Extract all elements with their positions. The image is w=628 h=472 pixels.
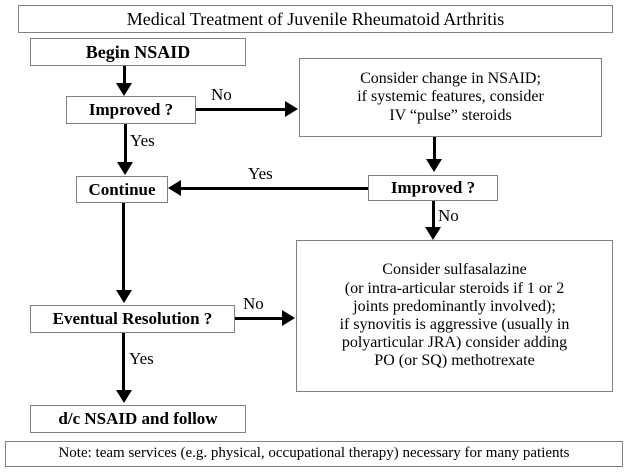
edge-label-improved1-no: No <box>211 85 232 104</box>
arrowhead-nsaid-to-improved2 <box>426 159 442 172</box>
node-sulfasalazine-line5: polyarticular JRA) consider adding <box>341 334 568 352</box>
footer-note-text: Note: team services (e.g. physical, occu… <box>58 445 570 462</box>
node-continue-label: Continue <box>88 179 156 199</box>
connector-continue-to-eventual <box>122 203 125 291</box>
node-sulfasalazine-line4: if synovitis is aggressive (usually in <box>339 316 570 333</box>
arrowhead-improved1-yes <box>117 162 133 175</box>
arrowhead-improved2-no <box>425 227 441 240</box>
edge-label-improved2-yes: Yes <box>248 164 273 183</box>
node-change-nsaid: Consider change in NSAID; if systemic fe… <box>299 58 602 137</box>
node-sulfasalazine: Consider sulfasalazine (or intra-articul… <box>296 240 613 392</box>
node-improved-1-label: Improved ? <box>88 100 174 120</box>
arrowhead-continue-to-eventual <box>116 290 132 303</box>
edge-label-eventual-no: No <box>243 294 264 313</box>
node-change-nsaid-line3: IV “pulse” steroids <box>389 106 512 124</box>
node-dc-nsaid-label: d/c NSAID and follow <box>58 409 218 429</box>
node-change-nsaid-line1: Consider change in NSAID; <box>360 70 541 88</box>
arrowhead-improved2-yes <box>168 180 181 196</box>
node-sulfasalazine-line3: joints predominantly involved); <box>353 297 556 315</box>
connector-improved1-yes <box>124 124 127 164</box>
node-improved-1: Improved ? <box>66 96 196 124</box>
node-eventual-resolution-label: Eventual Resolution ? <box>52 309 213 329</box>
node-sulfasalazine-line2: (or intra-articular steroids if 1 or 2 <box>344 279 565 297</box>
node-begin-nsaid: Begin NSAID <box>30 38 246 66</box>
node-dc-nsaid: d/c NSAID and follow <box>30 405 246 433</box>
arrowhead-begin-to-improved1 <box>116 83 132 96</box>
node-begin-nsaid-label: Begin NSAID <box>85 41 191 62</box>
edge-label-improved1-yes: Yes <box>130 131 155 150</box>
edge-label-eventual-yes: Yes <box>129 349 154 368</box>
node-change-nsaid-line2: if systemic features, consider <box>357 88 544 106</box>
footer-note: Note: team services (e.g. physical, occu… <box>5 441 623 467</box>
node-improved-2-label: Improved ? <box>390 178 476 198</box>
diagram-title-text: Medical Treatment of Juvenile Rheumatoid… <box>126 8 505 29</box>
connector-eventual-no <box>235 317 283 320</box>
node-improved-2: Improved ? <box>368 175 498 201</box>
node-eventual-resolution: Eventual Resolution ? <box>30 305 235 333</box>
connector-improved2-no <box>432 201 435 229</box>
connector-eventual-yes <box>122 333 125 391</box>
arrowhead-eventual-yes <box>116 390 132 403</box>
arrowhead-improved1-no <box>285 101 298 117</box>
connector-improved2-yes <box>181 187 368 190</box>
node-sulfasalazine-line1: Consider sulfasalazine <box>382 261 527 279</box>
node-sulfasalazine-line6: PO (or SQ) methotrexate <box>374 352 535 370</box>
edge-label-improved2-no: No <box>438 206 459 225</box>
connector-improved1-no <box>196 108 286 111</box>
connector-begin-to-improved1 <box>123 66 126 85</box>
node-continue: Continue <box>76 176 168 203</box>
diagram-title: Medical Treatment of Juvenile Rheumatoid… <box>18 5 613 33</box>
connector-nsaid-to-improved2 <box>433 137 436 161</box>
arrowhead-eventual-no <box>282 310 295 326</box>
